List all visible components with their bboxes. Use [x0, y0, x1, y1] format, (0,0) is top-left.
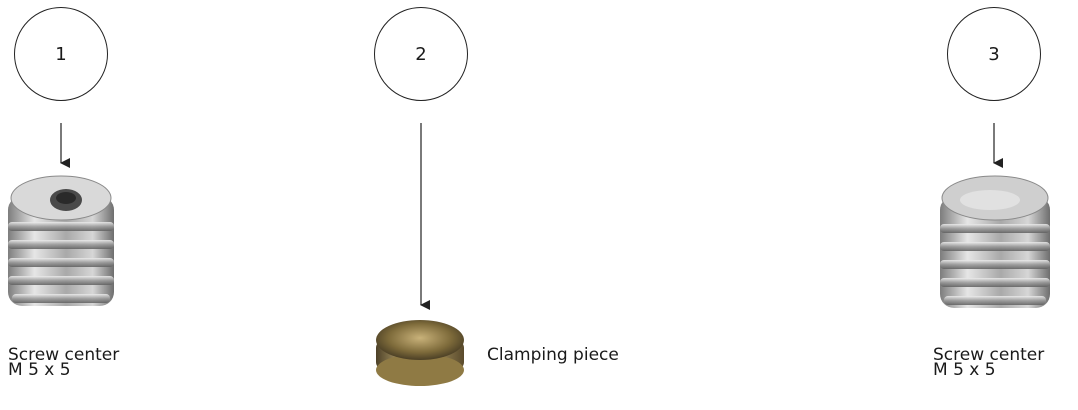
part-2-name: Clamping piece: [487, 348, 619, 363]
callout-2: 2: [374, 7, 468, 101]
clamping-piece-image: [376, 320, 464, 386]
screw-1-image: [8, 176, 114, 306]
callout-1-number: 1: [55, 44, 66, 65]
part-3-label: Screw center M 5 x 5: [933, 348, 1044, 378]
part-1-label: Screw center M 5 x 5: [8, 348, 119, 378]
part-1-size: M 5 x 5: [8, 363, 119, 378]
screw-3-image: [940, 176, 1050, 308]
callout-1: 1: [14, 7, 108, 101]
part-3-size: M 5 x 5: [933, 363, 1044, 378]
part-2-label: Clamping piece: [487, 348, 619, 363]
callout-3: 3: [947, 7, 1041, 101]
callout-3-number: 3: [988, 44, 999, 65]
callout-2-number: 2: [415, 44, 426, 65]
